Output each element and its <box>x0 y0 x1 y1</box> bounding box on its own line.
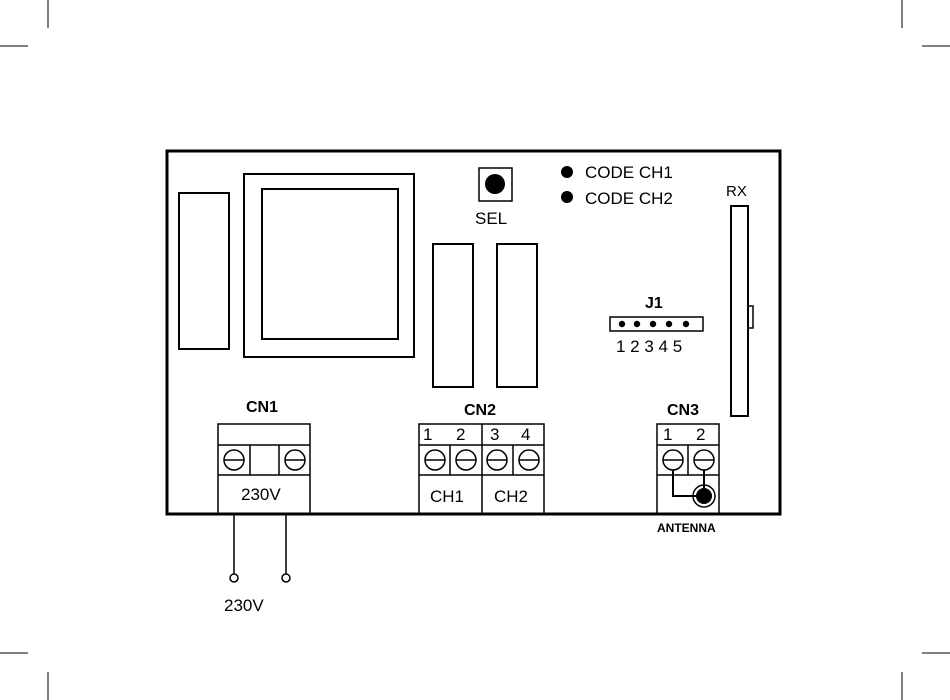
led-code-ch2-icon <box>561 191 573 203</box>
cn2-pin-3: 3 <box>490 425 499 444</box>
rx-module <box>731 206 753 416</box>
cn1-label: CN1 <box>246 399 278 416</box>
cn1-screw-icon <box>224 450 305 470</box>
transformer <box>244 174 414 357</box>
cn2-pin-1: 1 <box>423 425 432 444</box>
cn3-label: CN3 <box>667 402 699 419</box>
cn2-pin-2: 2 <box>456 425 465 444</box>
sel-button[interactable] <box>479 168 512 201</box>
cn3-pin-2: 2 <box>696 425 705 444</box>
ch2-label: CH2 <box>494 487 528 506</box>
cn2-pin-4: 4 <box>521 425 530 444</box>
supply-voltage-label: 230V <box>224 596 264 615</box>
ch1-label: CH1 <box>430 487 464 506</box>
j1-header <box>610 317 703 331</box>
supply-wires <box>230 514 290 582</box>
relay-ch2 <box>497 244 537 387</box>
code-ch1-label: CODE CH1 <box>585 163 673 182</box>
code-ch2-label: CODE CH2 <box>585 189 673 208</box>
rx-label: RX <box>726 183 747 200</box>
led-code-ch1-icon <box>561 166 573 178</box>
cn1-voltage-label: 230V <box>241 485 281 504</box>
capacitor-block <box>179 193 229 349</box>
relay-ch1 <box>433 244 473 387</box>
j1-pin-numbers: 1 2 3 4 5 <box>616 337 682 356</box>
sel-label: SEL <box>475 209 507 228</box>
cn3-pin-1: 1 <box>663 425 672 444</box>
antenna-label: ANTENNA <box>657 521 716 535</box>
j1-label: J1 <box>645 295 663 312</box>
cn2-label: CN2 <box>464 402 496 419</box>
